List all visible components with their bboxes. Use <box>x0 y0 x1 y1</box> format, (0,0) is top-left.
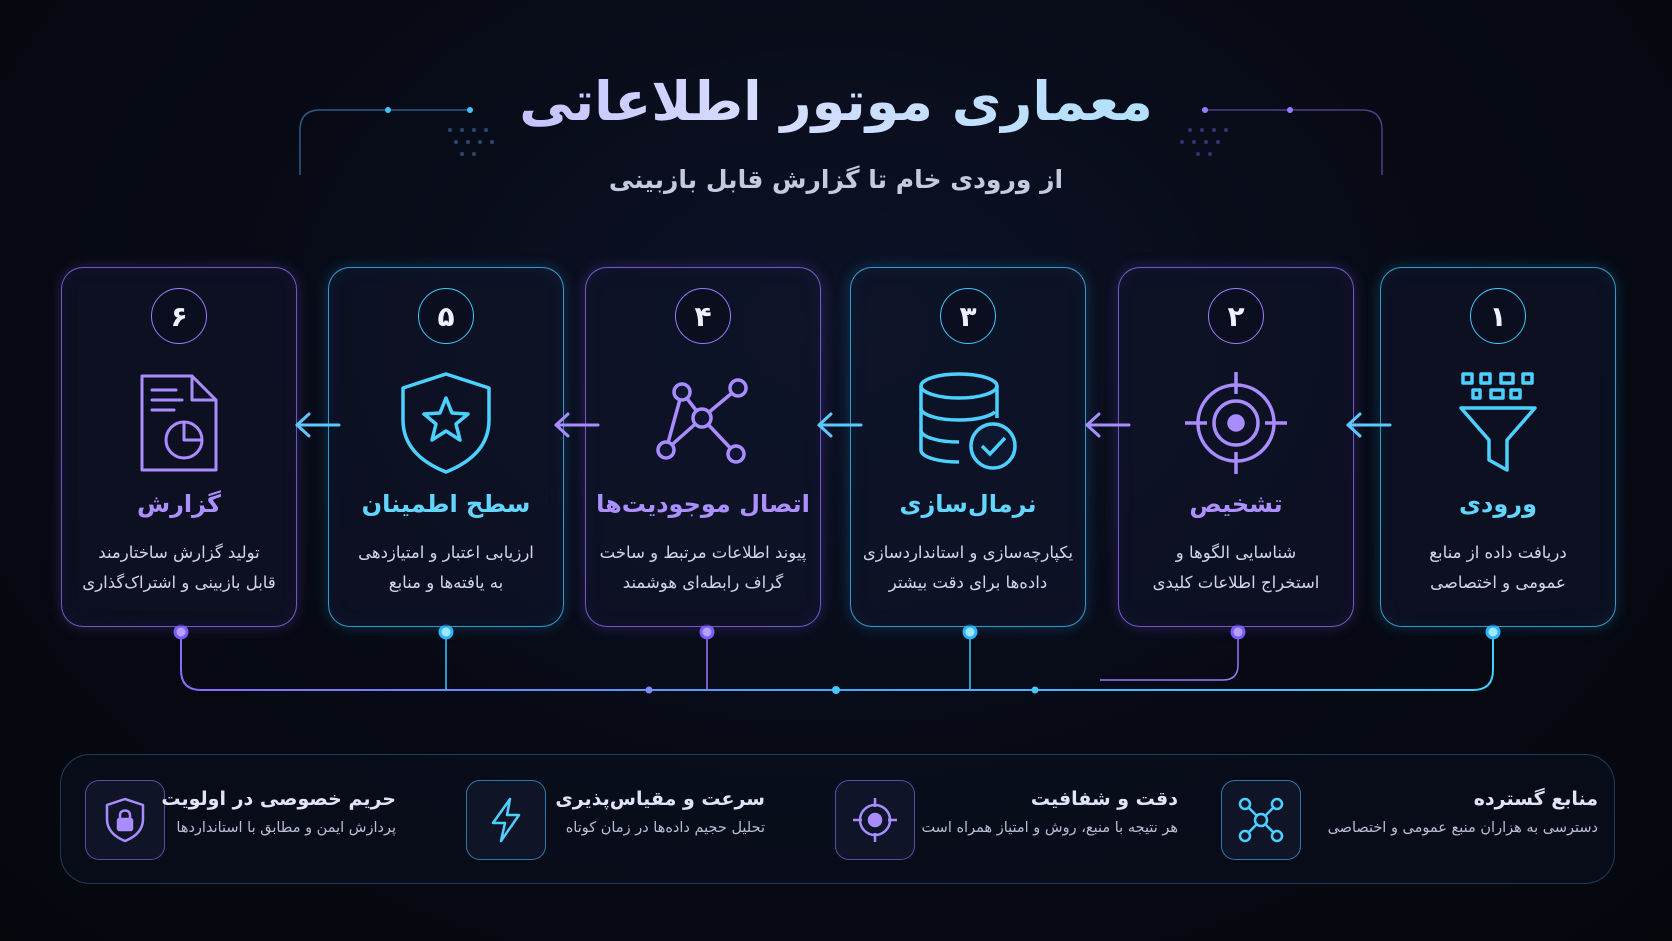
step-description-line: شناسایی الگوها و <box>1175 543 1297 562</box>
feature-title: حریم خصوصی در اولویت <box>161 788 396 810</box>
step-title: نرمال‌سازی <box>899 490 1037 518</box>
step-description: دریافت داده از منابع عمومی و اختصاصی <box>1389 538 1607 598</box>
step-description-line: دریافت داده از منابع <box>1429 543 1567 562</box>
page-subtitle: از ورودی خام تا گزارش قابل بازبینی <box>608 165 1064 194</box>
step-description: شناسایی الگوها و استخراج اطلاعات کلیدی <box>1127 538 1345 598</box>
features-panel <box>60 754 1615 884</box>
feature-privacy: حریم خصوصی در اولویت پردازش ایمن و مطابق… <box>84 780 404 862</box>
step-description-line: داده‌ها برای دقت بیشتر <box>888 573 1048 592</box>
step-card-detection: ۲ تشخیص شناسایی الگوها و استخراج اطلاعات… <box>1118 267 1354 627</box>
step-description: پیوند اطلاعات مرتبط و ساخت گراف رابطه‌ای… <box>594 538 812 598</box>
step-title: اتصال موجودیت‌ها <box>596 490 810 518</box>
step-title: سطح اطمینان <box>361 490 531 518</box>
feature-speed: سرعت و مقیاس‌پذیری تحلیل حجیم داده‌ها در… <box>465 780 780 862</box>
step-description-line: قابل بازبینی و اشتراک‌گذاری <box>82 573 276 592</box>
flow-arrow-icon <box>554 412 600 438</box>
step-number: ۱ <box>1470 288 1526 344</box>
shield-lock-icon <box>85 780 165 860</box>
flow-arrow-icon <box>1085 412 1131 438</box>
step-number: ۴ <box>675 288 731 344</box>
feature-title: سرعت و مقیاس‌پذیری <box>555 788 765 810</box>
lightning-icon <box>466 780 546 860</box>
step-description: یکپارچه‌سازی و استانداردسازی داده‌ها برا… <box>859 538 1077 598</box>
feature-description: پردازش ایمن و مطابق با استانداردها <box>176 820 396 836</box>
flow-arrow-icon <box>817 412 863 438</box>
step-title: تشخیص <box>1189 490 1283 518</box>
feature-description: دسترسی به هزاران منبع عمومی و اختصاصی <box>1327 820 1598 836</box>
step-description-line: به یافته‌ها و منابع <box>388 573 504 592</box>
feature-description: هر نتیجه با منبع، روش و امتیاز همراه است <box>921 820 1178 836</box>
feature-description: تحلیل حجیم داده‌ها در زمان کوتاه <box>565 820 765 836</box>
step-description-line: یکپارچه‌سازی و استانداردسازی <box>862 543 1074 562</box>
report-icon <box>140 374 218 472</box>
flow-arrow-icon <box>295 412 341 438</box>
step-card-confidence: ۵ سطح اطمینان ارزیابی اعتبار و امتیازدهی… <box>328 267 564 627</box>
feature-title: دقت و شفافیت <box>1030 788 1178 810</box>
step-description-line: عمومی و اختصاصی <box>1430 573 1566 592</box>
step-card-input: ۱ ورودی دریافت داده از منابع عمومی و اخت… <box>1380 267 1616 627</box>
step-number: ۶ <box>151 288 207 344</box>
step-card-normalization: ۳ نرمال‌سازی یکپارچه‌سازی و استانداردساز… <box>850 267 1086 627</box>
step-card-report: ۶ گزارش تولید گزارش ساختارمند قابل بازبی… <box>61 267 297 627</box>
step-title: ورودی <box>1459 490 1537 518</box>
flow-arrow-icon <box>1346 412 1392 438</box>
step-description-line: ارزیابی اعتبار و امتیازدهی <box>358 543 534 562</box>
feature-wide-sources: منابع گسترده دسترسی به هزاران منبع عمومی… <box>1218 780 1598 862</box>
title-frame-left <box>299 109 470 175</box>
step-number: ۵ <box>418 288 474 344</box>
bus-line <box>180 632 1494 691</box>
network-icon <box>1221 780 1301 860</box>
title-frame-right <box>1205 109 1383 175</box>
step-number: ۳ <box>940 288 996 344</box>
step-description-line: استخراج اطلاعات کلیدی <box>1152 573 1320 592</box>
step-card-entity-linking: ۴ اتصال موجودیت‌ها پیوند اطلاعات مرتبط و… <box>585 267 821 627</box>
page-title: معماری موتور اطلاعاتی <box>0 70 1672 133</box>
step-description: ارزیابی اعتبار و امتیازدهی به یافته‌ها و… <box>337 538 555 598</box>
feature-title: منابع گسترده <box>1473 788 1598 810</box>
step-description: تولید گزارش ساختارمند قابل بازبینی و اشت… <box>70 538 288 598</box>
crosshair-icon <box>835 780 915 860</box>
step-description-line: گراف رابطه‌ای هوشمند <box>622 573 784 592</box>
database-check-icon <box>919 372 1017 470</box>
step-description-line: تولید گزارش ساختارمند <box>98 543 260 562</box>
step-description-line: پیوند اطلاعات مرتبط و ساخت <box>599 543 807 562</box>
step-title: گزارش <box>136 490 222 518</box>
step-number: ۲ <box>1208 288 1264 344</box>
target-icon <box>1185 372 1287 474</box>
feature-accuracy: دقت و شفافیت هر نتیجه با منبع، روش و امت… <box>833 780 1193 862</box>
graph-icon <box>656 378 748 464</box>
funnel-icon <box>1459 372 1537 472</box>
shield-star-icon <box>401 372 491 474</box>
